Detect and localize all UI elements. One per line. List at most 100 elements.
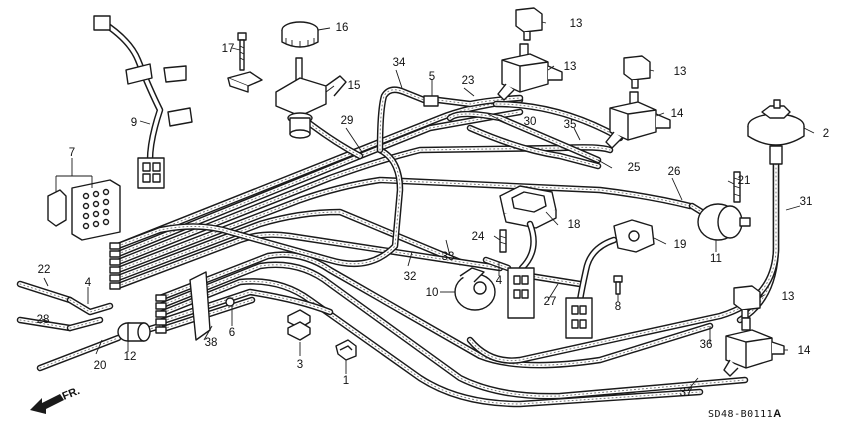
callout-4: 4 <box>496 275 503 287</box>
part-7-holder <box>47 179 121 241</box>
callout-13: 13 <box>782 291 795 303</box>
callout-2: 2 <box>823 128 829 140</box>
hose-end-4 <box>109 266 121 274</box>
drawing-code-suffix: A <box>773 408 781 420</box>
bracket-under-20 <box>227 71 263 93</box>
hose-1-hose-tex <box>117 99 521 247</box>
hose-end-6 <box>109 282 121 290</box>
callout-31: 31 <box>800 196 813 208</box>
callout-9: 9 <box>131 117 137 129</box>
part-5-union <box>423 95 439 107</box>
callout-35: 35 <box>564 119 577 131</box>
callout-1: 1 <box>343 375 349 387</box>
hose-28-hose-tex <box>529 275 581 285</box>
hose-end-5 <box>109 274 121 282</box>
part-16-sensor <box>275 57 347 139</box>
hose-10-hose-tex <box>159 291 331 323</box>
callout-28: 28 <box>37 314 50 326</box>
part-13-cap-c <box>733 285 761 319</box>
hose-end-8 <box>155 302 167 310</box>
callout-11: 11 <box>710 253 722 265</box>
callout-15: 15 <box>348 80 361 92</box>
part-3-clip <box>287 309 311 341</box>
hose-23-hose-inner <box>38 336 120 370</box>
hose-8-hose-tex <box>159 264 746 397</box>
hose-end-11 <box>155 326 167 334</box>
part-20-bolt <box>237 32 247 71</box>
callout-33: 33 <box>442 251 455 263</box>
callout-5: 5 <box>429 71 435 83</box>
part-11-canister <box>697 203 751 241</box>
hose-18-hose-tex <box>495 103 621 139</box>
part-18-control-unit <box>499 185 557 319</box>
callout-25: 25 <box>628 162 641 174</box>
hose-3-hose-tex <box>117 146 611 263</box>
hose-end-9 <box>155 310 167 318</box>
callout-7: 7 <box>69 147 75 159</box>
leader-lines <box>41 21 815 391</box>
part-8-bolt <box>613 275 623 295</box>
callout-10: 10 <box>426 287 439 299</box>
part-14-solenoid-b <box>605 91 671 149</box>
part-1-clamp <box>335 339 357 361</box>
part-15-solenoid <box>723 317 785 377</box>
components <box>47 7 805 377</box>
hose-16-hose-inner <box>448 112 600 162</box>
hose-4-hose-tex <box>117 179 691 271</box>
hose-end-7 <box>155 294 167 302</box>
callout-22: 22 <box>38 264 51 276</box>
callout-37: 37 <box>680 387 693 399</box>
part-14-solenoid-a <box>497 43 563 101</box>
callout-6: 6 <box>229 327 235 339</box>
callout-30: 30 <box>524 116 537 128</box>
callout-23: 23 <box>462 75 475 87</box>
hose-22-hose-tex <box>19 319 71 329</box>
vacuum-hoses <box>16 86 780 408</box>
callout-14: 14 <box>671 108 684 120</box>
hose-14-hose-tex <box>437 97 521 105</box>
callout-36: 36 <box>700 339 713 351</box>
hose-2-hose-tex <box>117 111 521 255</box>
callout-13: 13 <box>570 18 583 30</box>
hose-end-10 <box>155 318 167 326</box>
front-direction-label: FR. <box>61 385 82 403</box>
hose-27-hose-tex <box>485 259 509 269</box>
callout-12: 12 <box>124 351 137 363</box>
hose-12-hose-tex <box>117 149 401 265</box>
part-2-regulator <box>747 99 805 165</box>
callout-19: 19 <box>674 239 687 251</box>
callout-26: 26 <box>668 166 681 178</box>
hose-6-hose-tex <box>117 234 501 287</box>
part-22-pin <box>733 171 741 203</box>
hose-end-2 <box>109 250 121 258</box>
callout-16: 16 <box>336 22 349 34</box>
hose-5-hose-tex <box>117 211 461 279</box>
part-12-filter <box>117 322 151 342</box>
hose-24-hose-tex <box>69 299 111 313</box>
part-9-harness <box>93 15 193 189</box>
hose-20-hose-tex <box>469 163 777 362</box>
hose-9-hose-tex <box>159 280 701 405</box>
callout-21: 21 <box>738 175 751 187</box>
callout-14: 14 <box>798 345 811 357</box>
part-13-cap-a <box>515 7 543 41</box>
callout-18: 18 <box>568 219 581 231</box>
hose-17-hose-tex <box>469 127 599 167</box>
drawing-code: SD48-B0111A <box>708 408 782 420</box>
part-10-sensor <box>454 267 496 311</box>
callout-34: 34 <box>393 57 406 69</box>
callout-17: 17 <box>222 43 235 55</box>
callout-20: 20 <box>94 360 107 372</box>
callout-24: 24 <box>472 231 485 243</box>
front-direction-arrow: FR. <box>30 385 82 414</box>
part-17-cap <box>281 21 319 48</box>
callout-29: 29 <box>341 115 354 127</box>
hose-7-hose-inner <box>158 252 712 367</box>
callout-38: 38 <box>205 337 218 349</box>
part-13-cap-b <box>623 55 651 89</box>
hose-13-hose-tex <box>379 89 425 151</box>
callout-32: 32 <box>404 271 417 283</box>
callout-8: 8 <box>615 301 621 313</box>
